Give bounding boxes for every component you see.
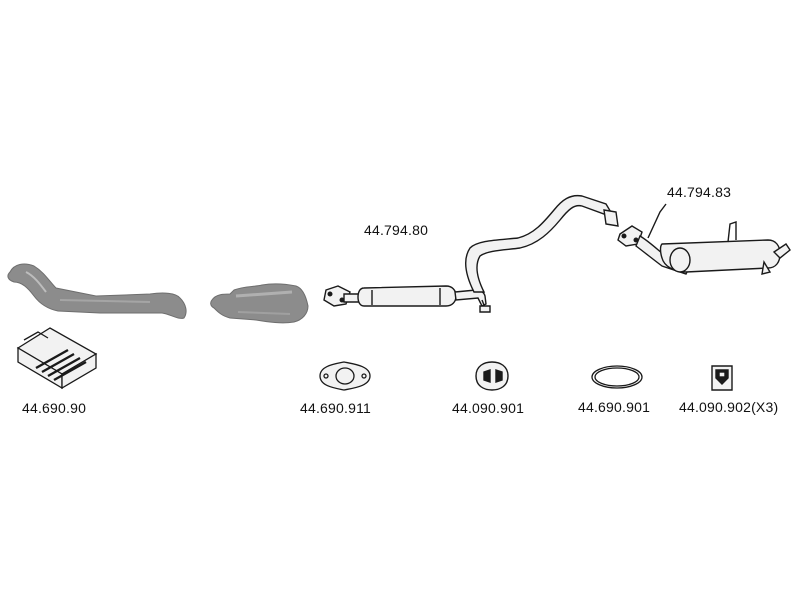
label-flange-gasket: 44.690.911 (300, 400, 372, 416)
label-ring-seal: 44.690.901 (578, 399, 651, 415)
front-pipe-drawing (7, 263, 187, 319)
fitting-kit-drawing (16, 327, 98, 390)
label-rubber-mount-b: 44.090.902(X3) (679, 399, 779, 415)
label-rubber-mount-a: 44.090.901 (452, 400, 525, 416)
rubber-mount-a-drawing (475, 361, 509, 391)
label-fitting-kit: 44.690.90 (22, 400, 87, 416)
label-centre-silencer: 44.794.80 (364, 222, 429, 238)
label-rear-silencer: 44.794.83 (667, 184, 732, 200)
rear-silencer-drawing (617, 203, 791, 275)
rubber-mount-b-drawing (711, 365, 733, 391)
ring-seal-drawing (591, 365, 643, 389)
flange-gasket-drawing (319, 361, 371, 391)
centre-silencer-drawing (323, 194, 619, 313)
catalyst-drawing (210, 283, 309, 324)
